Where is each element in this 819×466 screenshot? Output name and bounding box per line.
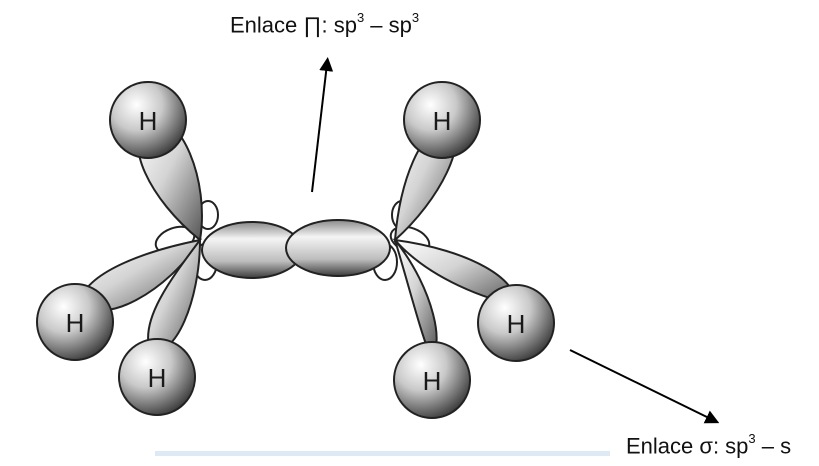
- footer-bar: [155, 451, 610, 456]
- hydrogen-symbol: H: [507, 309, 526, 339]
- hydrogen-atom-mid-right: H: [477, 284, 555, 362]
- hydrogen-symbol: H: [148, 363, 167, 393]
- cc-bond: [201, 219, 391, 279]
- arrow-to-pi-label: [311, 57, 334, 193]
- sigma-bond-label: Enlace σ: sp3 – s: [626, 431, 792, 459]
- pi-bond-label: Enlace ∏: sp3 – sp3: [230, 10, 420, 38]
- hydrogen-symbol: H: [433, 106, 452, 136]
- arrow-to-sigma-label: [569, 349, 720, 424]
- hydrogen-symbol: H: [139, 106, 158, 136]
- hydrogen-atom-mid-left: H: [36, 283, 114, 361]
- hydrogen-atom-top-left: H: [109, 81, 187, 159]
- hydrogen-atom-bottom-right: H: [393, 341, 471, 419]
- hydrogen-atom-bottom-left: H: [118, 338, 196, 416]
- hydrogen-symbol: H: [423, 366, 442, 396]
- hydrogen-atom-top-right: H: [403, 81, 481, 159]
- hydrogen-atoms: H H H H H H: [36, 81, 555, 419]
- hydrogen-symbol: H: [66, 308, 85, 338]
